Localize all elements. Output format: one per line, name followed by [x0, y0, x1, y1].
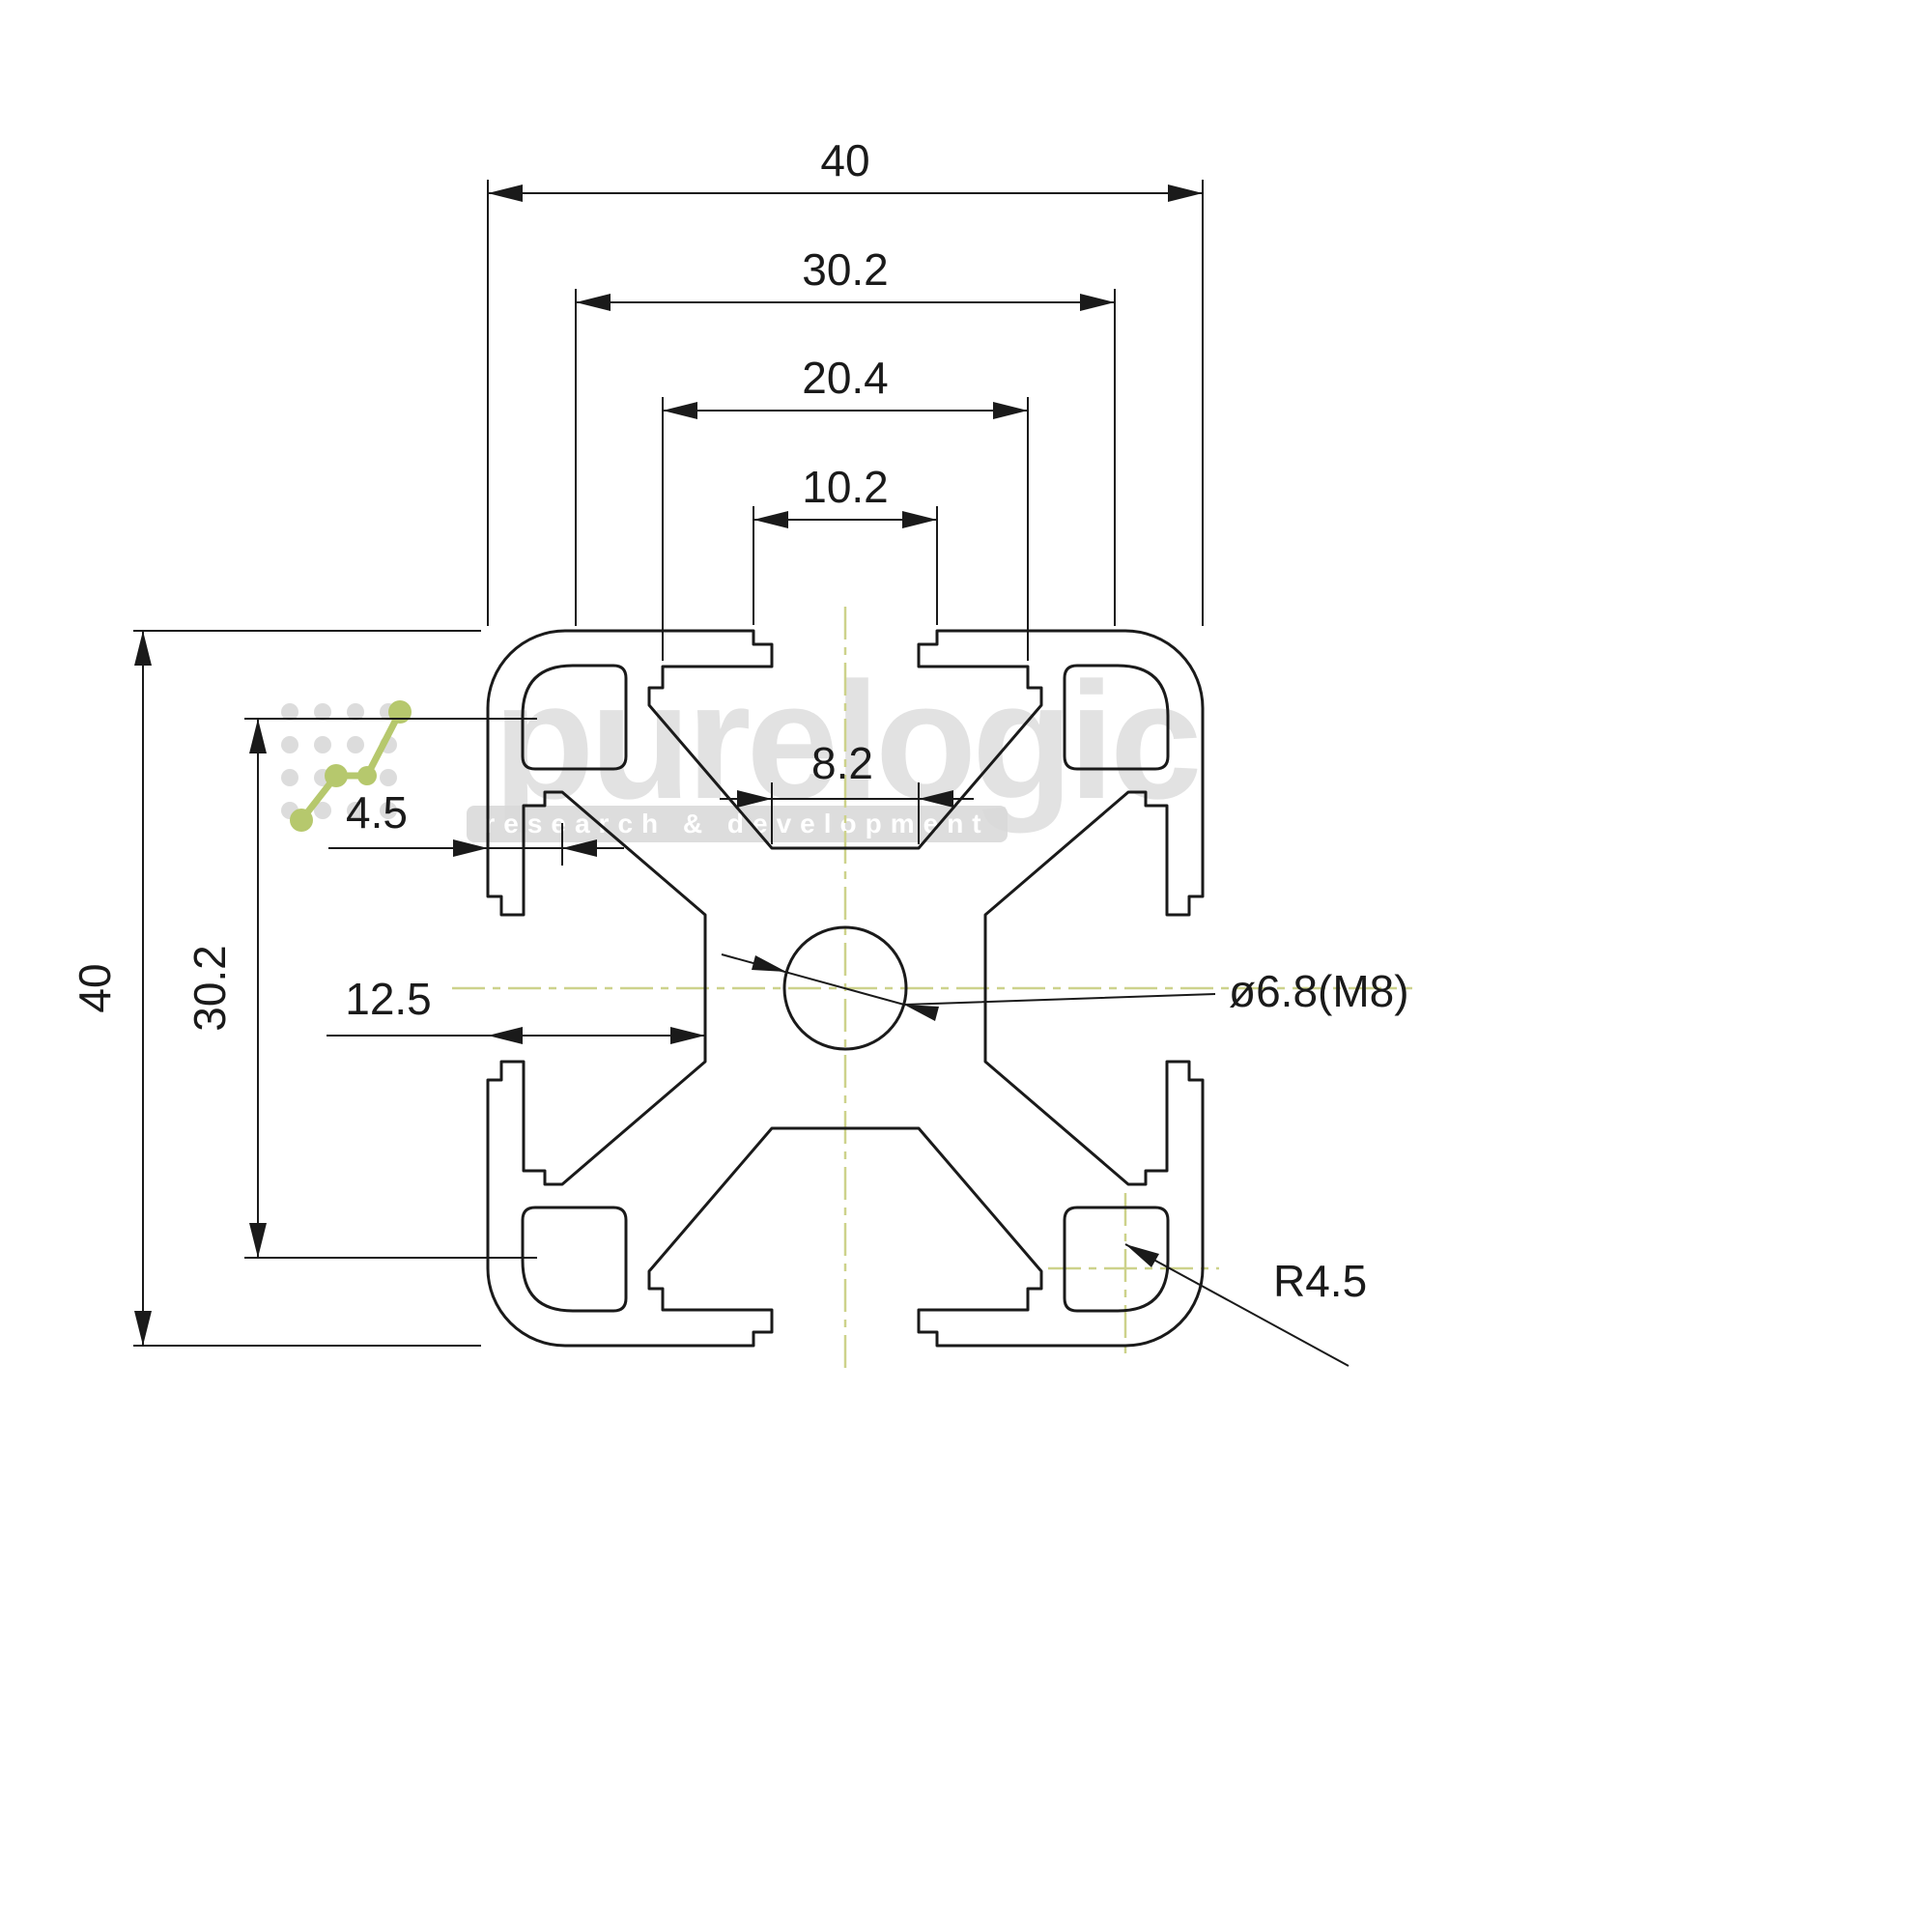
label-groove-outer-width: 10.2: [802, 462, 889, 512]
arrowhead: [249, 719, 267, 753]
corner-cavity-top-right: [1063, 664, 1170, 771]
arrowhead: [134, 1311, 152, 1346]
label-slot-offset: 12.5: [345, 974, 432, 1024]
arrowhead: [753, 511, 788, 528]
arrowhead: [904, 1005, 939, 1021]
arrowhead: [737, 790, 772, 808]
watermark-tagline-bar: [467, 806, 1008, 842]
leader-center-hole: [721, 953, 1216, 1007]
watermark: purelogic research & development: [281, 648, 1203, 842]
label-chamber-width: 20.4: [802, 353, 889, 403]
arrowhead: [453, 839, 488, 857]
arrowhead: [576, 294, 611, 311]
arrowhead: [919, 790, 953, 808]
arrowhead: [562, 839, 597, 857]
arrowheads: [134, 185, 1203, 1346]
arrowhead: [1168, 185, 1203, 202]
label-overall-width: 40: [820, 135, 869, 185]
arrowhead: [902, 511, 937, 528]
arrowhead: [752, 955, 786, 972]
center-hole: [782, 925, 908, 1051]
label-slot-span-width: 30.2: [802, 244, 889, 295]
corner-cavity-bottom-left: [521, 1206, 628, 1313]
arrowhead: [1080, 294, 1115, 311]
profile-outline: [486, 629, 1205, 1348]
arrowhead: [663, 402, 697, 419]
corner-cavity-bottom-right: [1063, 1206, 1170, 1313]
arrowhead: [488, 185, 523, 202]
label-corner-radius: R4.5: [1273, 1256, 1367, 1306]
arrowhead: [488, 1027, 523, 1044]
corner-cavity-top-left: [521, 664, 628, 771]
arrowhead: [134, 631, 152, 666]
label-overall-height: 40: [70, 963, 120, 1012]
leader-corner-radius: [1124, 1243, 1350, 1367]
arrowhead: [1125, 1244, 1159, 1267]
watermark-brand-text: purelogic: [493, 648, 1197, 834]
arrowhead: [993, 402, 1028, 419]
label-center-hole: ø6.8(M8): [1229, 966, 1409, 1016]
arrowhead: [249, 1223, 267, 1258]
label-lip-width: 4.5: [346, 787, 408, 838]
label-slot-opening: 8.2: [811, 738, 873, 788]
arrowhead: [670, 1027, 705, 1044]
watermark-tagline-text: research & development: [484, 809, 989, 838]
label-slot-span-height: 30.2: [185, 945, 235, 1032]
profile-geometry: [486, 629, 1205, 1348]
dimension-labels: 40 30.2 20.4 10.2 8.2 4.5 12.5 40 30.2 ø…: [70, 135, 1409, 1306]
